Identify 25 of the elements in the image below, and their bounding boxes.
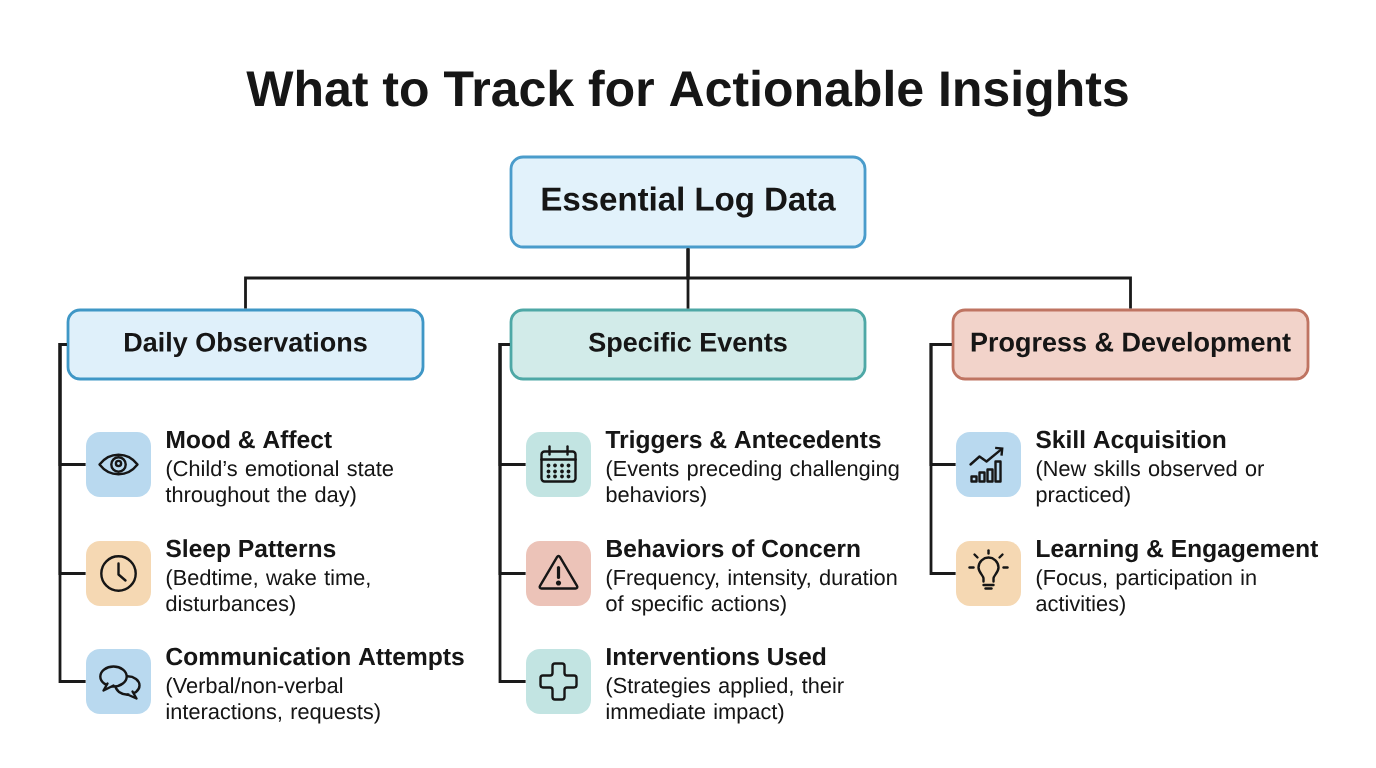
item-heading: Interventions Used — [607, 647, 826, 666]
item-heading: Mood & Affect — [167, 430, 332, 449]
item-description: (Child’s emotional state throughout the day) — [165, 460, 393, 507]
item-description: (Bedtime, wake time, disturbances) — [166, 569, 370, 616]
connector-line — [58, 343, 86, 683]
item-description: (Verbal/non-verbal interactions, requests) — [166, 677, 380, 724]
item-description: (Frequency, intensity, duration of specific actions) — [606, 569, 897, 616]
item-heading: Behaviors of Concern — [607, 539, 860, 558]
item-heading: Learning & Engagement — [1037, 539, 1319, 563]
item-description: (Strategies applied, their immediate impact) — [606, 677, 844, 724]
item-description: (Focus, participation in activities) — [1036, 569, 1256, 616]
root-box: Essential Log Data — [509, 155, 867, 249]
item-heading: Sleep Patterns — [166, 539, 336, 563]
category-box: Specific Events — [509, 308, 867, 381]
category-box: Daily Observations — [66, 308, 425, 381]
item-description: (Events preceding challenging behaviors) — [606, 460, 899, 507]
category-box: Progress & Development — [951, 308, 1310, 381]
title: What to Track for Actionable Insights — [246, 69, 1128, 117]
connector-line — [929, 343, 956, 575]
connector-line — [498, 343, 526, 683]
item-description: (New skills observed or practiced) — [1036, 460, 1264, 507]
item-heading: Communication Attempts — [166, 647, 464, 671]
item-heading: Skill Acquisition — [1036, 430, 1226, 454]
connector-line — [686, 248, 1132, 309]
item-heading: Triggers & Antecedents — [605, 430, 881, 454]
